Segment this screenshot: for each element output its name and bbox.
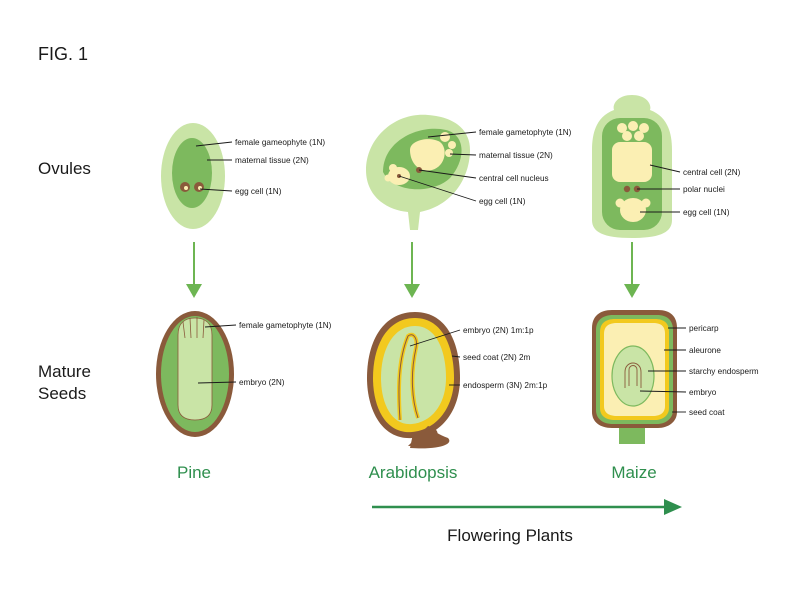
label-endosperm-arab: endosperm (3N) 2m:1p — [463, 381, 548, 390]
label-egg-cell: egg cell (1N) — [235, 187, 282, 196]
label-female-gametophyte-seed: female gametophyte (1N) — [239, 321, 332, 330]
pine-arrow — [186, 242, 202, 298]
label-egg-cell-arab: egg cell (1N) — [479, 197, 526, 206]
label-maternal-tissue-arab: maternal tissue (2N) — [479, 151, 553, 160]
arabidopsis-seed-leaders — [409, 329, 461, 386]
maize-ovule — [592, 95, 672, 238]
label-seed-coat-arab: seed coat (2N) 2m — [463, 353, 531, 362]
flowering-plants-label: Flowering Plants — [447, 526, 573, 545]
arabidopsis-seed — [367, 312, 460, 449]
figure-title: FIG. 1 — [38, 44, 88, 64]
species-maize: Maize — [611, 463, 656, 482]
label-polar-nuclei: polar nuclei — [683, 185, 725, 194]
row-label-mature-2: Seeds — [38, 384, 86, 403]
pine-ovule — [161, 123, 225, 229]
species-pine: Pine — [177, 463, 211, 482]
label-seed-coat-maize: seed coat — [689, 408, 725, 417]
flowering-plants-arrow — [372, 499, 682, 515]
label-central-cell: central cell (2N) — [683, 168, 741, 177]
pine-seed-leaders — [197, 324, 237, 384]
label-pericarp: pericarp — [689, 324, 719, 333]
pine-ovule-leaders — [195, 141, 233, 192]
label-starchy-endosperm: starchy endosperm — [689, 367, 759, 376]
label-female-gametophyte-arab: female gametophyte (1N) — [479, 128, 572, 137]
species-arabidopsis: Arabidopsis — [369, 463, 458, 482]
label-maternal-tissue: maternal tissue (2N) — [235, 156, 309, 165]
row-label-ovules: Ovules — [38, 159, 91, 178]
row-label-mature-1: Mature — [38, 362, 91, 381]
label-embryo-maize: embryo — [689, 388, 717, 397]
maize-arrow — [624, 242, 640, 298]
arabidopsis-ovule — [366, 114, 470, 230]
label-female-gameophyte: female gameophyte (1N) — [235, 138, 325, 147]
label-embryo-pine: embryo (2N) — [239, 378, 285, 387]
arabidopsis-ovule-leaders — [398, 131, 477, 202]
maize-seed — [592, 310, 677, 444]
label-embryo-arab: embryo (2N) 1m:1p — [463, 326, 534, 335]
pine-seed — [156, 311, 234, 437]
maize-seed-leaders — [639, 327, 687, 413]
label-egg-cell-maize: egg cell (1N) — [683, 208, 730, 217]
arabidopsis-arrow — [404, 242, 420, 298]
label-aleurone: aleurone — [689, 346, 721, 355]
label-central-cell-nucleus: central cell nucleus — [479, 174, 549, 183]
maize-ovule-leaders — [637, 164, 681, 213]
